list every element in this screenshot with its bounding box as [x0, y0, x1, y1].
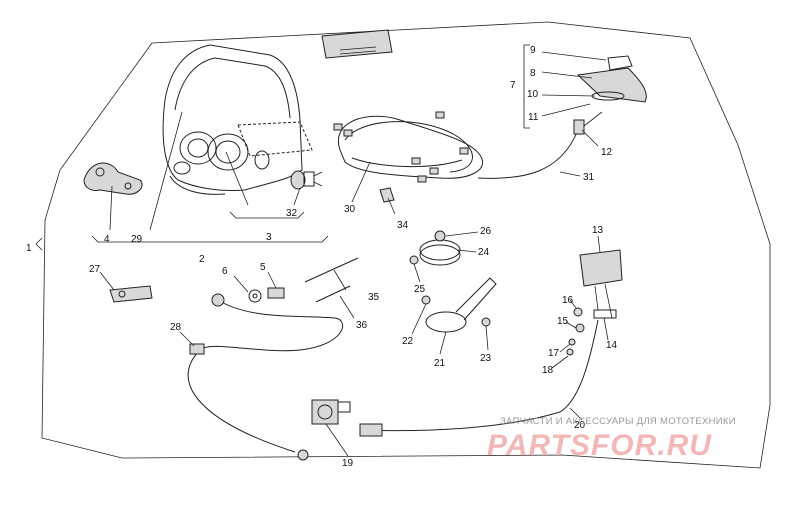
leader-lines	[35, 44, 609, 457]
label-30: 30	[344, 204, 356, 215]
label-10: 10	[527, 89, 539, 100]
label-34: 34	[397, 220, 409, 231]
label-1: 1	[26, 243, 32, 254]
label-36: 36	[356, 320, 368, 331]
small-fittings	[566, 307, 585, 356]
mount-bracket	[83, 162, 143, 195]
label-6: 6	[222, 266, 228, 277]
label-11: 11	[528, 112, 539, 123]
label-19: 19	[342, 458, 354, 469]
headlight-bulb	[290, 170, 323, 190]
part-labels: 1 2 3 4 29 32 30 34 9 8 7 10 11 12 31 26…	[26, 45, 618, 469]
cable-tie-35	[304, 257, 359, 283]
label-21: 21	[434, 358, 446, 369]
label-31: 31	[583, 172, 595, 183]
diagram-frame	[41, 21, 771, 469]
watermark-line: ЗАПЧАСТИ И АКСЕССУАРЫ ДЛЯ МОТОТЕХНИКИ	[500, 416, 736, 427]
small-bracket	[109, 285, 153, 303]
clamp-upper	[409, 230, 461, 266]
wiring-harness	[333, 111, 483, 183]
electrical-box	[579, 249, 623, 319]
sensor-unit	[311, 399, 351, 425]
label-27: 27	[89, 264, 101, 275]
cable-31	[477, 129, 579, 179]
cable-20	[359, 319, 599, 432]
label-26: 26	[480, 226, 492, 237]
label-22: 22	[402, 336, 414, 347]
label-29: 29	[131, 234, 143, 245]
speedometer-cable	[187, 293, 344, 461]
label-2: 2	[199, 254, 205, 265]
label-5: 5	[260, 262, 266, 273]
manual-card	[321, 29, 393, 59]
bolt-and-washer	[248, 287, 285, 303]
label-28: 28	[170, 322, 182, 333]
label-12: 12	[601, 147, 613, 158]
label-13: 13	[592, 225, 604, 236]
label-17: 17	[548, 348, 560, 359]
label-16: 16	[562, 295, 574, 306]
cable-tie-36	[315, 285, 351, 303]
label-24: 24	[478, 247, 490, 258]
label-25: 25	[414, 284, 426, 295]
label-3: 3	[266, 232, 272, 243]
label-15: 15	[557, 316, 569, 327]
tail-light	[573, 55, 647, 135]
label-8: 8	[530, 68, 536, 79]
label-4: 4	[104, 234, 110, 245]
watermark-brand: PARTSFOR.RU	[487, 429, 712, 462]
label-23: 23	[480, 353, 492, 364]
label-18: 18	[542, 365, 554, 376]
label-32: 32	[286, 208, 298, 219]
cable-20-end	[359, 423, 383, 437]
headlight-fairing	[162, 44, 313, 195]
clamp-lower	[421, 277, 497, 333]
label-14: 14	[606, 340, 618, 351]
connector-clip	[379, 187, 395, 203]
label-20: 20	[574, 420, 586, 431]
label-9: 9	[530, 45, 536, 56]
label-7: 7	[510, 80, 516, 91]
label-35: 35	[368, 292, 380, 303]
